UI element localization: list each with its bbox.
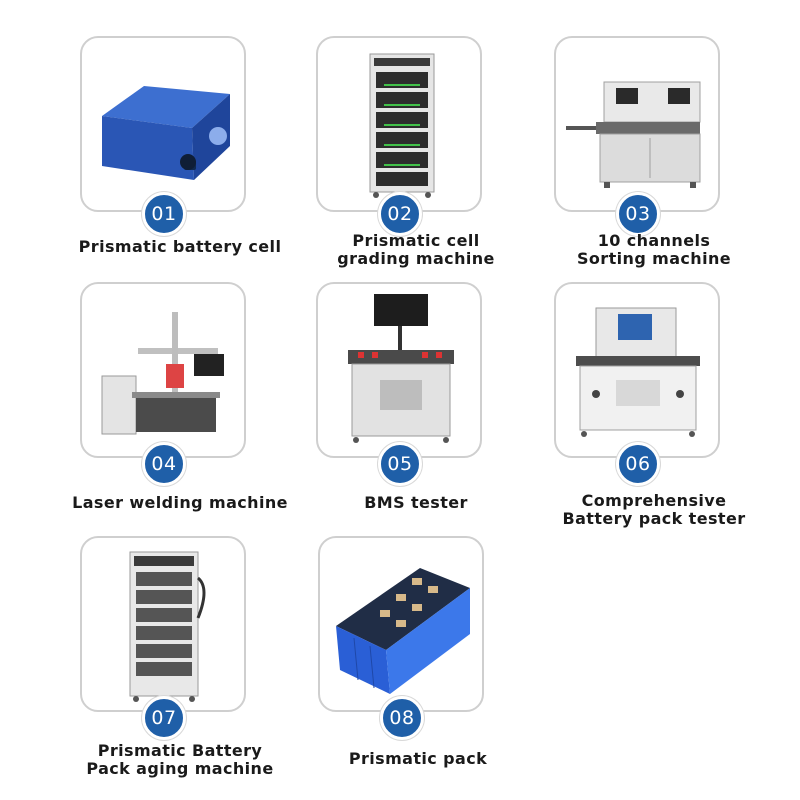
prismatic-battery-cell-icon xyxy=(102,86,230,180)
caption-line: Prismatic battery cell xyxy=(78,237,282,256)
product-item-08: 08 Prismatic pack xyxy=(318,536,518,796)
item-caption: BMS tester xyxy=(296,494,536,512)
product-card xyxy=(554,36,720,212)
item-number-badge: 06 xyxy=(616,442,660,486)
caption-line: Prismatic Battery xyxy=(97,741,263,760)
caption-line: Pack aging machine xyxy=(86,759,274,778)
product-card xyxy=(316,282,482,458)
item-number-badge: 01 xyxy=(142,192,186,236)
caption-line: Comprehensive xyxy=(581,491,727,510)
product-item-02: 02 Prismatic cell grading machine xyxy=(316,36,516,296)
caption-line: 10 channels xyxy=(597,231,711,250)
item-caption: Prismatic battery cell xyxy=(60,238,300,256)
item-number-badge: 04 xyxy=(142,442,186,486)
item-caption: Prismatic pack xyxy=(298,750,538,768)
grading-cabinet-icon xyxy=(369,53,435,198)
sorting-machine-icon xyxy=(566,81,701,188)
caption-line: BMS tester xyxy=(364,493,468,512)
caption-line: Prismatic cell xyxy=(352,231,480,250)
item-caption: Prismatic Battery Pack aging machine xyxy=(60,742,300,778)
pack-tester-icon xyxy=(576,307,700,437)
caption-line: Prismatic pack xyxy=(348,749,488,768)
product-card xyxy=(80,536,246,712)
product-item-07: 07 Prismatic Battery Pack aging machine xyxy=(80,536,280,796)
bms-tester-icon xyxy=(348,294,454,443)
aging-cabinet-icon xyxy=(129,551,206,702)
product-item-03: 03 10 channels Sorting machine xyxy=(554,36,754,296)
item-number-badge: 03 xyxy=(616,192,660,236)
laser-welder-icon xyxy=(101,312,224,435)
item-number-badge: 08 xyxy=(380,696,424,740)
item-caption: Laser welding machine xyxy=(60,494,300,512)
caption-line: grading machine xyxy=(337,249,495,268)
product-card xyxy=(318,536,484,712)
item-caption: Comprehensive Battery pack tester xyxy=(534,492,774,528)
product-item-01: 01 Prismatic battery cell xyxy=(79,36,281,296)
product-item-05: 05 BMS tester xyxy=(316,282,516,542)
caption-line: Battery pack tester xyxy=(562,509,746,528)
product-card xyxy=(554,282,720,458)
product-item-06: 06 Comprehensive Battery pack tester xyxy=(554,282,754,542)
item-number-badge: 02 xyxy=(378,192,422,236)
prismatic-pack-icon xyxy=(336,568,470,694)
item-number-badge: 07 xyxy=(142,696,186,740)
product-item-04: 04 Laser welding machine xyxy=(72,282,287,542)
product-card xyxy=(80,36,246,212)
item-caption: Prismatic cell grading machine xyxy=(296,232,536,268)
caption-line: Laser welding machine xyxy=(72,493,288,512)
item-caption: 10 channels Sorting machine xyxy=(534,232,774,268)
caption-line: Sorting machine xyxy=(576,249,732,268)
product-card xyxy=(80,282,246,458)
product-card xyxy=(316,36,482,212)
item-number-badge: 05 xyxy=(378,442,422,486)
